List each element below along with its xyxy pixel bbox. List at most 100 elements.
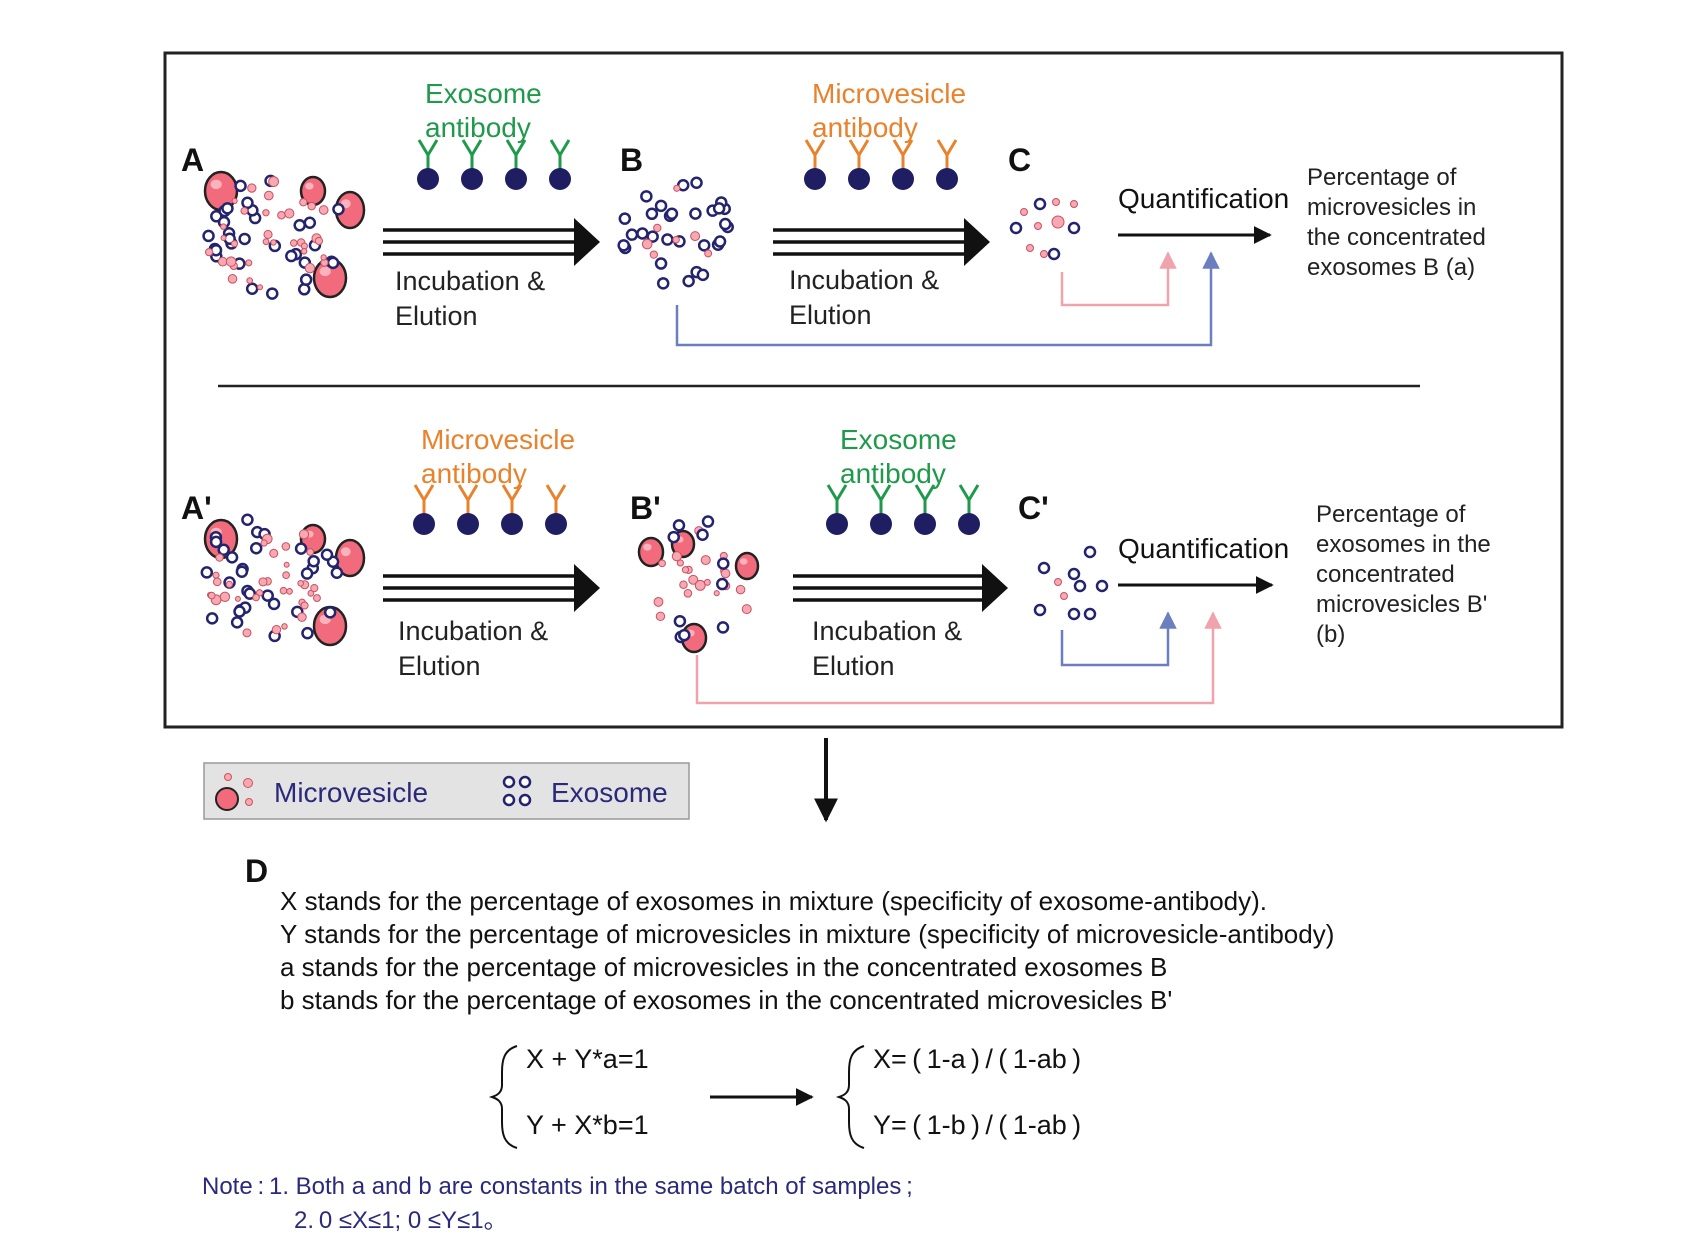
microvesicle-particle	[1026, 244, 1034, 252]
exosome-particle	[217, 543, 230, 557]
antibody-y	[417, 139, 439, 169]
result-a-line4: exosomes B (a)	[1307, 254, 1475, 281]
microvesicle-particle	[720, 568, 731, 579]
microvesicle-antibody-label-line2-bottom: antibody	[421, 458, 527, 489]
note-line-1: Note : 1. Both a and b are constants in …	[202, 1173, 913, 1200]
antibody-bead	[457, 513, 479, 535]
arrow-head	[964, 218, 990, 266]
microvesicle-highlight	[340, 547, 351, 557]
exosome-antibody-beads-top	[417, 139, 571, 190]
exosome-particle	[1067, 607, 1081, 621]
exosome-particle	[245, 282, 259, 296]
step1-label-line2: Elution	[395, 301, 478, 331]
step1-label-line1: Incubation &	[395, 266, 545, 296]
result-b-line5: (b)	[1316, 621, 1345, 648]
antibody-bead	[545, 513, 567, 535]
concentrated-microvesicles-b-prime-cluster	[637, 515, 760, 654]
microvesicle-particle	[735, 584, 746, 595]
microvesicle-particle	[246, 277, 254, 284]
bottom-row: A' Microvesicle antibody Incubation & El…	[181, 424, 1491, 705]
microvesicle-particle	[225, 256, 237, 267]
microvesicle-particle	[300, 248, 308, 255]
antibody-bead	[848, 168, 870, 190]
exosome-particle	[701, 515, 715, 528]
microvesicle-particle	[1052, 198, 1060, 206]
antibody-bead	[804, 168, 826, 190]
antibody-y	[457, 484, 479, 514]
microvesicle-particle	[679, 580, 688, 589]
result-b-line2: exosomes in the	[1316, 531, 1491, 558]
exosome-antibody-label-line2: antibody	[425, 112, 531, 143]
triple-arrow-bottom-2	[793, 564, 1008, 612]
microvesicle-particle	[713, 590, 720, 597]
microvesicle-particle	[220, 223, 227, 230]
microvesicle-particle	[320, 254, 327, 261]
exosome-particle	[294, 542, 308, 555]
microvesicle-particle	[1070, 200, 1078, 208]
microvesicle-particle	[217, 256, 228, 267]
microvesicle-particle	[1060, 592, 1068, 600]
exosome-particle	[696, 268, 710, 282]
exosome-particle	[646, 230, 659, 243]
exosome-particle	[234, 179, 247, 193]
exosome-particle	[1083, 607, 1097, 621]
microvesicle-particle	[314, 236, 324, 246]
arrow-head	[982, 564, 1008, 612]
residual-c-prime-cluster	[1033, 545, 1109, 621]
microvesicle-particle	[284, 208, 295, 219]
exosome-particle	[209, 535, 223, 549]
right-brace	[835, 1045, 865, 1149]
microvesicle-particle	[263, 190, 274, 201]
arrow-head	[574, 218, 600, 266]
exosome-particle	[1033, 197, 1047, 211]
exosome-particle	[654, 257, 668, 270]
microvesicle-particle	[1054, 578, 1062, 586]
exosome-particle	[636, 227, 649, 240]
microvesicle-particle	[673, 184, 681, 192]
microvesicle-particle	[256, 284, 264, 291]
exosome-particle	[233, 605, 246, 618]
microvesicle-particle	[299, 198, 308, 207]
antibody-y	[501, 484, 523, 514]
antibody-y	[848, 139, 870, 169]
microvesicle-particle	[220, 234, 227, 241]
exosome-antibody-label-line2-bottom: antibody	[840, 458, 946, 489]
result-b-line4: microvesicles B'	[1316, 591, 1487, 618]
microvesicle-particle	[310, 584, 319, 593]
microvesicle-particle	[240, 206, 249, 215]
exosome-particle	[716, 621, 730, 634]
microvesicle-particle	[247, 183, 257, 193]
antibody-bead	[958, 513, 980, 535]
label-d: D	[245, 853, 268, 889]
exosome-particle	[285, 249, 298, 263]
exosome-particle	[640, 190, 653, 203]
antibody-y	[914, 484, 936, 514]
exosome-particle	[665, 207, 679, 220]
exosome-particle	[1095, 579, 1109, 593]
microvesicle-particle	[298, 529, 310, 540]
microvesicle-particle	[307, 589, 315, 597]
antibody-bead	[826, 513, 848, 535]
microvesicle-particle	[297, 612, 307, 622]
definition-b: b stands for the percentage of exosomes …	[280, 985, 1172, 1015]
microvesicle-particle	[671, 551, 682, 562]
microvesicle-particle	[282, 571, 290, 580]
microvesicle-particle	[281, 542, 291, 551]
exosome-particle	[249, 541, 263, 555]
microvesicle-particle	[290, 239, 298, 247]
microvesicle-particle	[263, 229, 273, 240]
exosome-particle	[330, 566, 344, 579]
large-microvesicle	[734, 551, 760, 581]
exosome-particle	[205, 612, 219, 625]
triple-arrow-bottom-1	[383, 564, 600, 612]
label-a-prime: A'	[181, 490, 212, 526]
antibody-y	[545, 484, 567, 514]
microvesicle-particle	[271, 624, 282, 635]
step1-bottom-label-line2: Elution	[398, 651, 481, 681]
microvesicle-particle	[212, 571, 220, 579]
microvesicle-particle	[653, 223, 662, 233]
microvesicle-particle	[242, 628, 252, 638]
exosome-antibody-beads-bottom	[826, 484, 980, 535]
legend-exosome-label: Exosome	[551, 777, 668, 808]
top-row: A Exosome antibody Incubation & Elution …	[181, 78, 1486, 347]
